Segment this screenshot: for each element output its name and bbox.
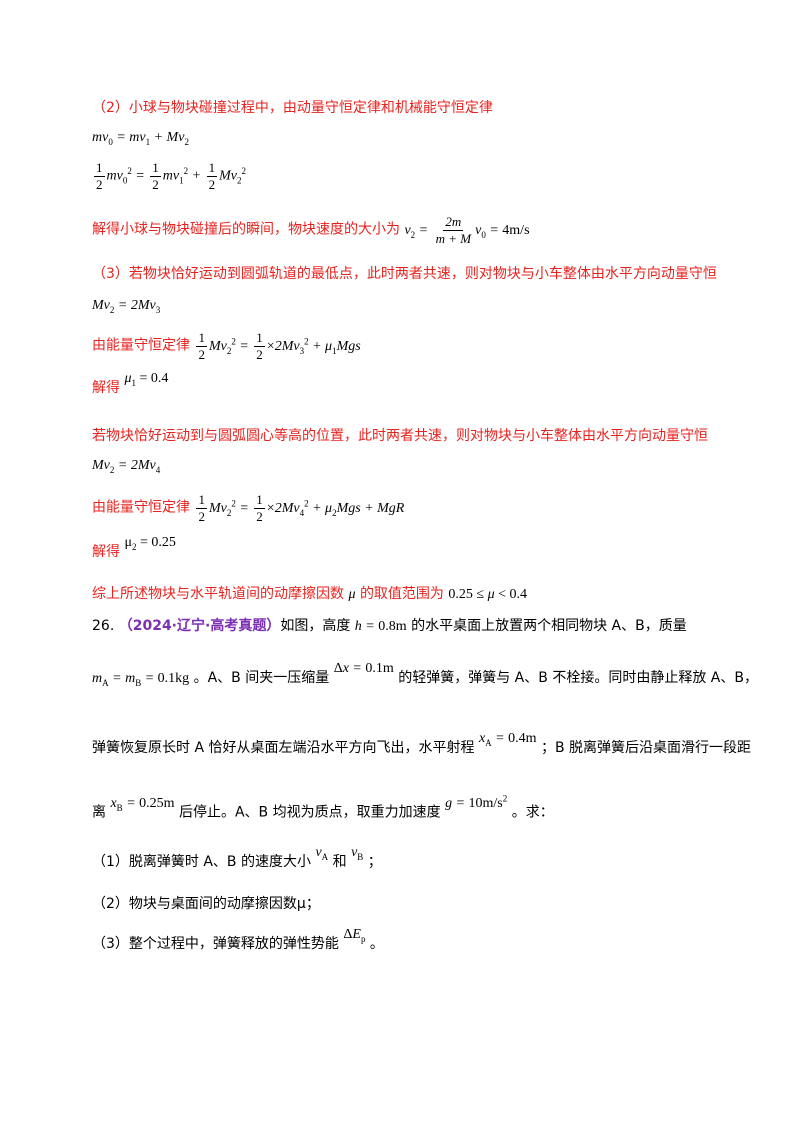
part3-summary: 综上所述物块与水平轨道间的动摩擦因数 μ 的取值范围为 0.25 ≤ μ < 0… xyxy=(92,584,527,605)
q26-sub1-b: 和 xyxy=(332,854,347,870)
q26-t9: 。求： xyxy=(511,804,554,821)
q26-vB: vB xyxy=(351,845,364,862)
q26-xB: xB = 0.25m xyxy=(110,795,175,813)
q26-xA: xA = 0.4m xyxy=(478,731,537,748)
q26-t7: 离 xyxy=(92,804,106,821)
part3-case2: 若物块恰好运动到与圆弧圆心等高的位置，此时两者共速，则对物块与小车整体由水平方向… xyxy=(92,428,708,444)
part3-heading: （3）若物块恰好运动到圆弧轨道的最低点，此时两者共速，则对物块与小车整体由水平方… xyxy=(92,266,717,282)
q26-t8: 后停止。A、B 均视为质点，取重力加速度 xyxy=(178,804,441,821)
q26-number: 26. xyxy=(92,618,115,634)
summary-text-2: 的取值范围为 xyxy=(359,586,444,602)
q26-t4: 的轻弹簧，弹簧与 A、B 不栓接。同时由静止释放 A、B， xyxy=(398,670,758,686)
mu1-value: μ1 = 0.4 xyxy=(124,371,169,388)
energy-label-1: 由能量守恒定律 xyxy=(92,337,190,354)
mu2-value: μ2 = 0.25 xyxy=(124,535,176,552)
q26-dx: Δx = 0.1m xyxy=(333,661,394,676)
q26-t2: 的水平桌面上放置两个相同物块 A、B，质量 xyxy=(411,618,687,634)
q26-g: g = 10m/s2 xyxy=(445,793,508,811)
q26-sub3-b: 。 xyxy=(369,936,384,952)
q26-h: h = 0.8m xyxy=(354,619,407,634)
q26-sub3-a: （3）整个过程中，弹簧释放的弹性势能 xyxy=(92,936,339,952)
solve-label-1: 解得 xyxy=(92,380,120,396)
q26-vA: vA xyxy=(315,845,329,862)
summary-mu: μ xyxy=(348,587,356,602)
part3-solve2: 解得 μ2 = 0.25 xyxy=(92,535,176,567)
energy-label-2: 由能量守恒定律 xyxy=(92,499,190,516)
q26-mass: mA = mB = 0.1kg xyxy=(92,671,190,688)
q26-t5: 弹簧恢复原长时 A 恰好从桌面左端沿水平方向飞出，水平射程 xyxy=(92,740,475,756)
part2-result-text: 解得小球与物块碰撞后的瞬间，物块速度的大小为 xyxy=(92,221,400,238)
q26-source: （2024·辽宁·高考真题） xyxy=(118,618,281,634)
q26-sub2: （2）物块与桌面间的动摩擦因数μ； xyxy=(92,896,320,912)
part3-eq2: Mv2 = 2Mv4 xyxy=(92,458,161,475)
q26-line4: 离 xB = 0.25m 后停止。A、B 均视为质点，取重力加速度 g = 10… xyxy=(92,793,554,827)
summary-range: 0.25 ≤ μ < 0.4 xyxy=(448,587,528,602)
solve-label-2: 解得 xyxy=(92,544,120,560)
part3-solve1: 解得 μ1 = 0.4 xyxy=(92,371,168,403)
q26-sub1-c: ； xyxy=(367,854,382,870)
q26-line2: mA = mB = 0.1kg 。A、B 间夹一压缩量 Δx = 0.1m 的轻… xyxy=(92,661,758,693)
part2-heading: （2）小球与物块碰撞过程中，由动量守恒定律和机械能守恒定律 xyxy=(92,100,493,116)
q26-t3: 。A、B 间夹一压缩量 xyxy=(193,670,330,686)
part3-eq1: Mv2 = 2Mv3 xyxy=(92,298,161,315)
q26-sub1-a: （1）脱离弹簧时 A、B 的速度大小 xyxy=(92,854,311,870)
q26-line3: 弹簧恢复原长时 A 恰好从桌面左端沿水平方向飞出，水平射程 xA = 0.4m … xyxy=(92,731,752,763)
q26-sub3: （3）整个过程中，弹簧释放的弹性势能 ΔEp 。 xyxy=(92,927,384,959)
q26-t6: ；B 脱离弹簧后沿桌面滑行一段距 xyxy=(540,740,752,756)
q26-t1: 如图，高度 xyxy=(280,618,351,634)
q26-line1: 26. （2024·辽宁·高考真题）如图，高度 h = 0.8m 的水平桌面上放… xyxy=(92,616,687,637)
q26-dEp: ΔEp xyxy=(343,927,366,944)
part2-eq1: mv0 = mv1 + Mv2 xyxy=(92,130,189,147)
q26-sub1: （1）脱离弹簧时 A、B 的速度大小 vA 和 vB ； xyxy=(92,845,382,877)
summary-text-1: 综上所述物块与水平轨道间的动摩擦因数 xyxy=(92,586,344,602)
